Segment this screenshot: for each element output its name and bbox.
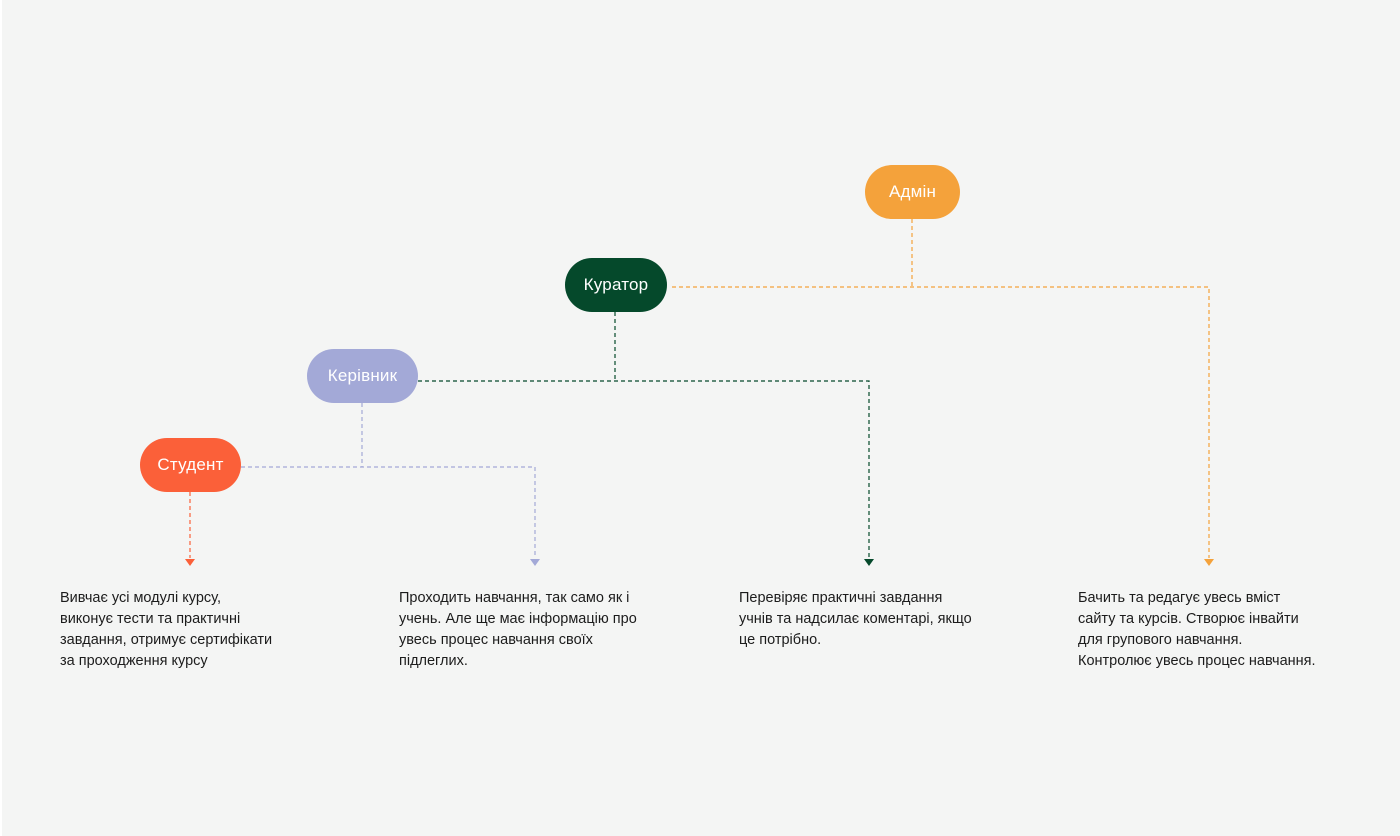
student-pill: Студент bbox=[140, 438, 241, 492]
admin-pill: Адмін bbox=[865, 165, 960, 219]
manager-connector bbox=[241, 403, 536, 558]
curator-description: Перевіряє практичні завдання учнів та на… bbox=[739, 590, 972, 648]
curator-connector bbox=[418, 312, 870, 558]
curator-arrow-icon bbox=[864, 559, 874, 566]
curator-pill: Куратор bbox=[565, 258, 667, 312]
admin-description: Бачить та редагує увесь вміст сайту та к… bbox=[1078, 590, 1316, 669]
student-description: Вивчає усі модулі курсу, виконує тести т… bbox=[60, 590, 273, 669]
manager-arrow-icon bbox=[530, 559, 540, 566]
manager-description: Проходить навчання, так само як і учень.… bbox=[399, 590, 637, 669]
page-edge bbox=[0, 0, 2, 836]
admin-arrow-icon bbox=[1204, 559, 1214, 566]
admin-connector bbox=[672, 219, 1210, 558]
manager-pill: Керівник bbox=[307, 349, 418, 403]
student-arrow-icon bbox=[185, 559, 195, 566]
